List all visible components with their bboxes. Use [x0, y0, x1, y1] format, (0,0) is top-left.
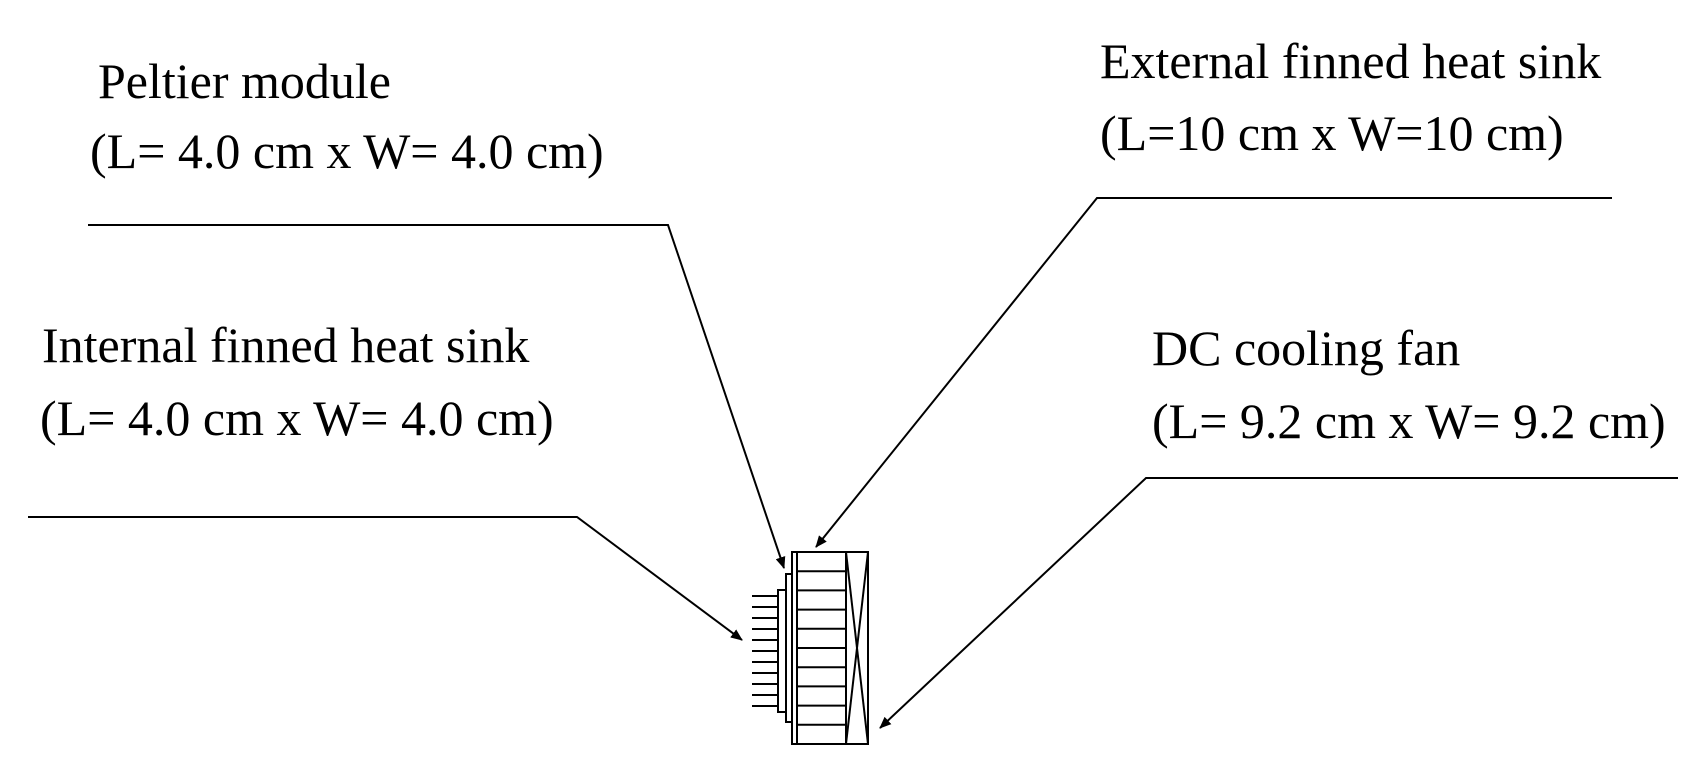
external-sink-label-group: External finned heat sink (L=10 cm x W=1…: [1100, 33, 1601, 161]
peltier-leader-line: [88, 224, 786, 569]
internal-heat-sink-dimensions: (L= 4.0 cm x W= 4.0 cm): [40, 390, 554, 446]
external-heat-sink-dimensions: (L=10 cm x W=10 cm): [1100, 105, 1564, 161]
internal-sink-label-group: Internal finned heat sink (L= 4.0 cm x W…: [40, 317, 554, 446]
dc-cooling-fan: [845, 551, 869, 745]
fan-label-group: DC cooling fan (L= 9.2 cm x W= 9.2 cm): [1152, 320, 1666, 449]
internal-heat-sink-label: Internal finned heat sink: [42, 317, 529, 373]
dc-cooling-fan-dimensions: (L= 9.2 cm x W= 9.2 cm): [1152, 393, 1666, 449]
peltier-module-dimensions: (L= 4.0 cm x W= 4.0 cm): [90, 123, 604, 179]
peltier-module-label: Peltier module: [98, 53, 391, 109]
internal-finned-heat-sink: [752, 589, 787, 713]
external-sink-leader-line: [815, 197, 1612, 548]
cooler-assembly: [752, 551, 869, 745]
internal-sink-leader-line: [28, 516, 743, 641]
external-finned-heat-sink: [791, 551, 847, 745]
dc-cooling-fan-label: DC cooling fan: [1152, 320, 1460, 376]
peltier-label-group: Peltier module (L= 4.0 cm x W= 4.0 cm): [90, 53, 604, 179]
fan-leader-line: [879, 477, 1678, 729]
external-heat-sink-label: External finned heat sink: [1100, 33, 1601, 89]
